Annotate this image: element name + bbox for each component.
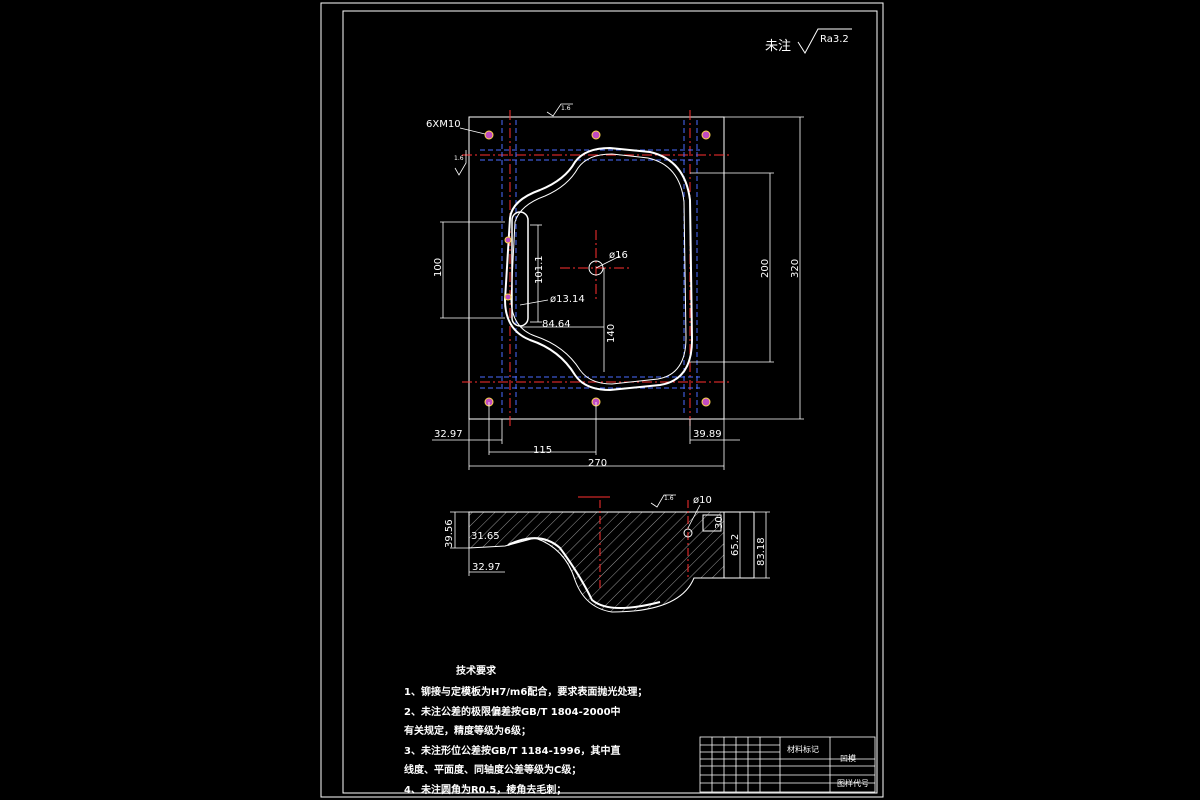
dim-32: 32.97 <box>434 429 463 440</box>
tech-item-6: 4、未注圆角为R0.5，棱角去毛刺； <box>404 785 567 796</box>
bolt-hole <box>504 293 512 301</box>
bolt-hole <box>591 130 601 140</box>
tech-item-5: 线度、平面度、同轴度公差等级为C级； <box>404 765 582 776</box>
dim-31-65: 31.65 <box>471 531 500 542</box>
inner-border <box>342 10 878 794</box>
tech-requirements: 技术要求 1、铆接与定模板为H7/m6配合，要求表面抛光处理； 2、未注公差的极… <box>404 662 648 796</box>
top-view: 6XM10 1.6 1.6 100 101.1 ø16 ø13.14 84.64… <box>426 103 804 470</box>
section-hole <box>683 528 693 538</box>
section-flatness: 1.6 <box>664 495 674 502</box>
dim-115: 115 <box>533 445 552 456</box>
roughness-value: Ra3.2 <box>820 34 849 45</box>
tech-item-1: 1、铆接与定模板为H7/m6配合，要求表面抛光处理； <box>404 687 648 698</box>
dim-83-18: 83.18 <box>756 537 767 566</box>
dim-32-97: 32.97 <box>472 562 501 573</box>
bolt-hole <box>701 130 711 140</box>
dim-200: 200 <box>760 259 771 278</box>
dim-101: 101.1 <box>534 255 545 284</box>
dim-140: 140 <box>606 324 617 343</box>
section-body <box>468 511 725 613</box>
title-material: 材料标记 <box>787 745 819 754</box>
title-part-name: 凹模 <box>840 754 856 763</box>
dim-65-2: 65.2 <box>730 534 741 556</box>
plate-outline <box>468 116 725 420</box>
dim-30: 30 <box>714 516 725 529</box>
title-drawing-no: 图样代号 <box>837 779 869 788</box>
tech-item-4: 3、未注形位公差按GB/T 1184-1996，其中直 <box>404 746 621 757</box>
bolt-hole <box>504 236 512 244</box>
tech-title: 技术要求 <box>456 666 496 677</box>
dim-270: 270 <box>588 458 607 469</box>
dim-320: 320 <box>790 259 801 278</box>
dim-100: 100 <box>433 258 444 277</box>
tech-item-3: 有关规定，精度等级为6级； <box>404 726 531 737</box>
title-block <box>699 736 876 793</box>
dim-84: 84.64 <box>542 319 571 330</box>
roughness-symbol: 未注 Ra3.2 <box>765 28 852 54</box>
tech-item-2: 2、未注公差的极限偏差按GB/T 1804-2000中 <box>404 707 621 718</box>
dim-39: 39.89 <box>693 429 722 440</box>
dim-ø16: ø16 <box>609 250 628 261</box>
section-view: 1.6 ø10 39.56 31.65 32.97 30 65.2 83.18 <box>444 494 770 613</box>
dim-ø13: ø13.14 <box>550 294 585 305</box>
roughness-prefix: 未注 <box>765 39 791 54</box>
dim-39-56: 39.56 <box>444 519 455 548</box>
outer-border <box>320 2 884 798</box>
hole-callout: 6XM10 <box>426 119 461 130</box>
cavity-outline <box>503 146 694 392</box>
bolt-hole <box>701 397 711 407</box>
side-note: 1.6 <box>454 155 464 162</box>
bolt-hole <box>484 130 494 140</box>
flatness-note: 1.6 <box>561 105 571 112</box>
section-ø10: ø10 <box>693 495 712 506</box>
center-hole <box>588 260 604 276</box>
slot <box>511 211 529 327</box>
